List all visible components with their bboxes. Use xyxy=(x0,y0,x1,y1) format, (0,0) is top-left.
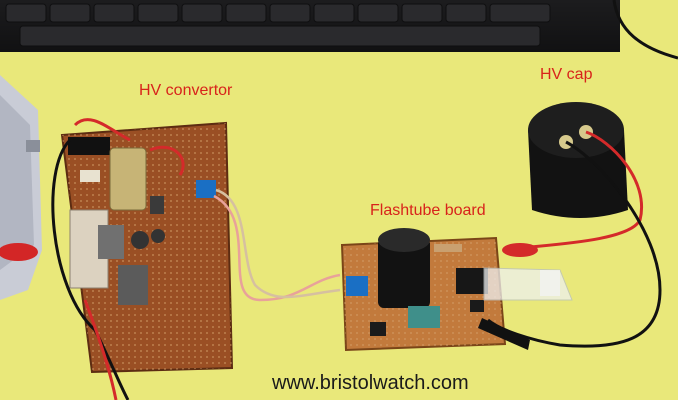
flashtube xyxy=(483,267,573,301)
electrolytic-capacitor xyxy=(378,228,430,308)
wire-black-cap xyxy=(487,140,662,348)
label-hv-convertor: HV convertor xyxy=(139,82,233,99)
cable-top-right xyxy=(612,0,678,60)
hv-convertor-board xyxy=(60,121,234,374)
heatsink xyxy=(98,225,124,259)
trigger-coil xyxy=(456,268,488,294)
transformer xyxy=(109,147,147,211)
wire-pink xyxy=(213,194,341,302)
film-capacitor xyxy=(408,306,440,328)
terminal-block-blue-1 xyxy=(196,180,216,198)
flashtube-board xyxy=(340,228,573,352)
alligator-clip-black xyxy=(478,318,530,350)
terminal-block-blue-2 xyxy=(346,276,368,296)
terminal-block-black xyxy=(68,137,110,155)
gray-box xyxy=(0,75,42,300)
website-watermark: www.bristolwatch.com xyxy=(272,372,469,394)
label-hv-cap: HV cap xyxy=(540,66,593,83)
alligator-clip-red xyxy=(502,243,538,257)
label-flashtube-board: Flashtube board xyxy=(370,202,486,219)
hv-capacitor xyxy=(528,102,628,218)
keyboard xyxy=(0,0,620,52)
